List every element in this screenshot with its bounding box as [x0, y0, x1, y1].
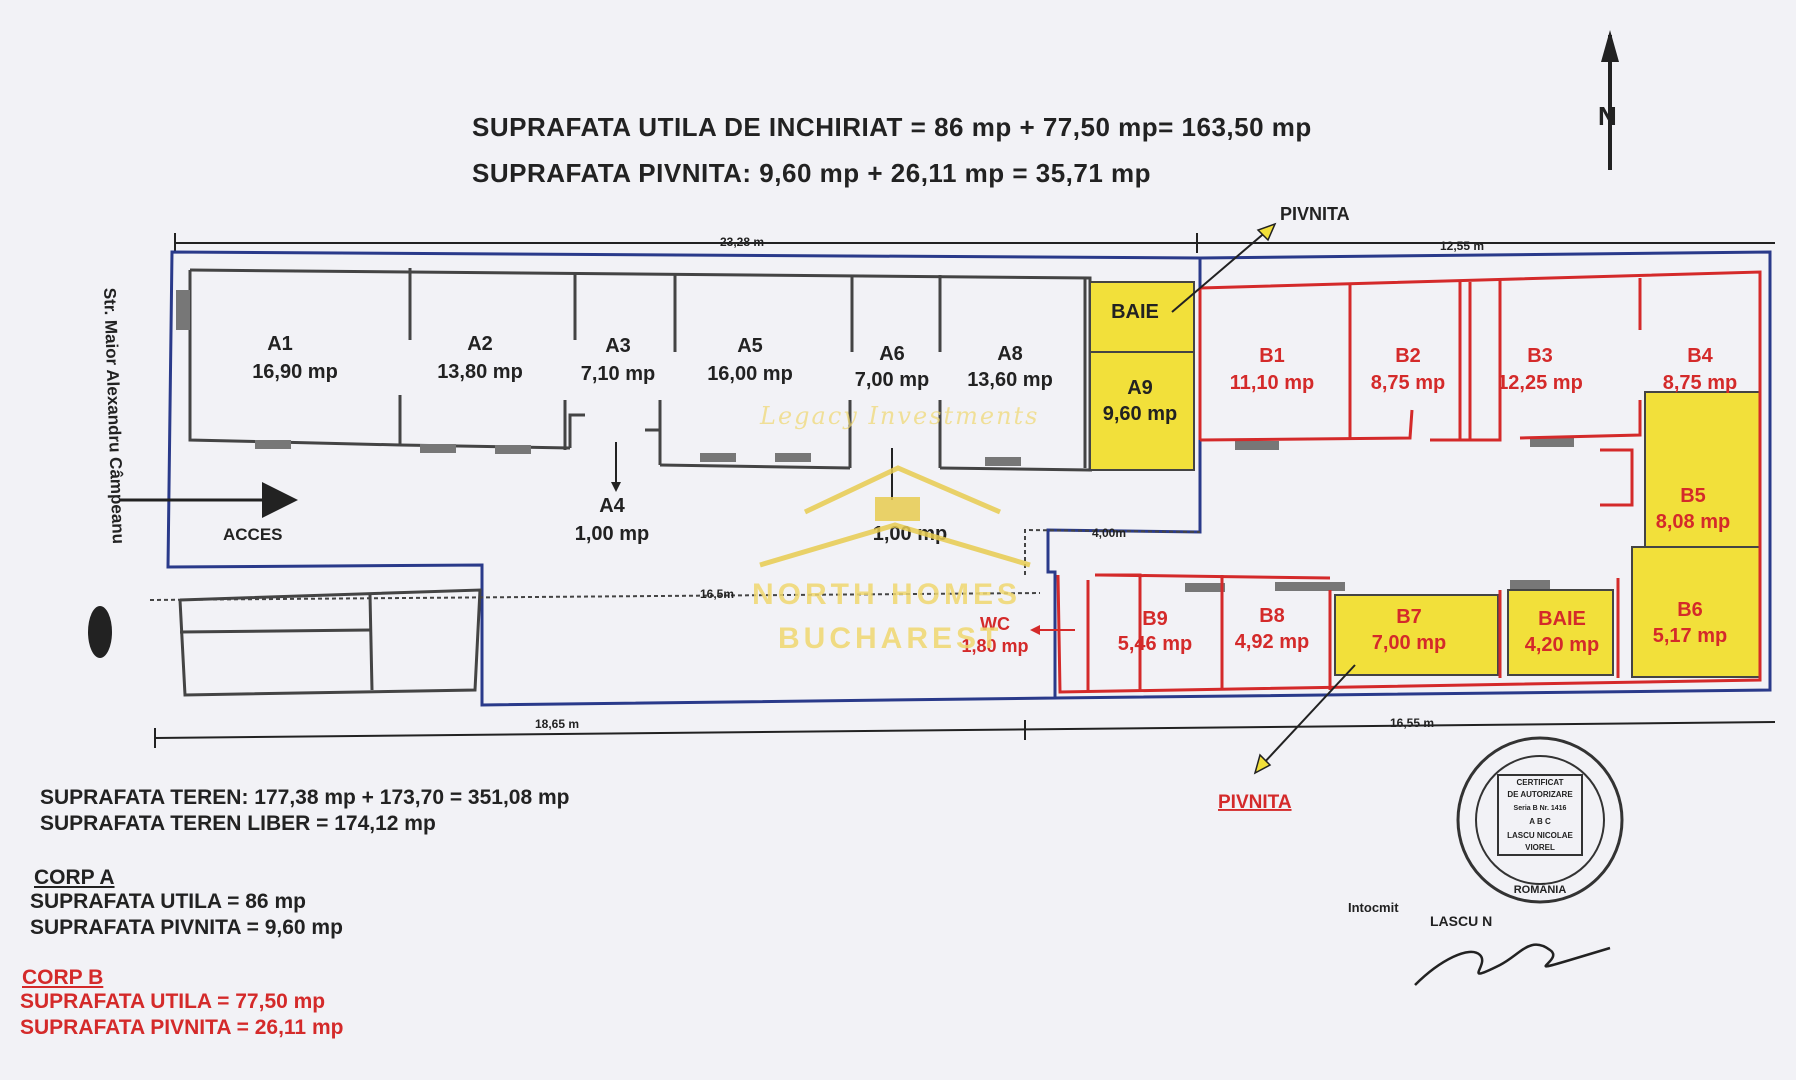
room-b3-name: B3: [1527, 345, 1553, 367]
room-a9-name: A9: [1127, 377, 1153, 399]
room-a1-area: 16,90 mp: [252, 361, 338, 383]
room-b2-name: B2: [1395, 345, 1421, 367]
stamp-line-3: Seria B Nr. 1416: [1514, 805, 1567, 812]
stamp-ring-bottom: ROMÂNIA: [1514, 883, 1567, 896]
windows: [176, 290, 1574, 592]
dim-bottom-right: 16,55 m: [1390, 716, 1434, 730]
room-a1-name: A1: [267, 333, 293, 355]
room-baie-a-name: BAIE: [1111, 301, 1159, 323]
stamp-line-5: LASCU NICOLAE: [1507, 831, 1573, 840]
room-b2-area: 8,75 mp: [1371, 372, 1445, 394]
pivnita-label-top: PIVNITA: [1280, 204, 1350, 224]
a9-fill: [1089, 351, 1195, 471]
footer-teren-liber: SUPRAFATA TEREN LIBER = 174,12 mp: [40, 812, 436, 835]
room-wc-name: WC: [980, 614, 1010, 634]
north-label: N: [1598, 101, 1617, 131]
room-a2-area: 13,80 mp: [437, 361, 523, 383]
room-b8-area: 4,92 mp: [1235, 631, 1309, 653]
baie-b-fill: [1507, 589, 1614, 676]
room-baie-b-area: 4,20 mp: [1525, 634, 1599, 656]
corp-a-utila: SUPRAFATA UTILA = 86 mp: [30, 890, 306, 913]
room-b5-name: B5: [1680, 485, 1706, 507]
north-arrow-icon: N: [1598, 30, 1619, 170]
room-b1-name: B1: [1259, 345, 1285, 367]
b7-fill: [1334, 594, 1499, 676]
corp-b-title: CORP B: [22, 966, 104, 989]
room-b3-area: 12,25 mp: [1497, 372, 1583, 394]
surveyor-stamp: [1456, 736, 1624, 904]
room-a9-area: 9,60 mp: [1103, 403, 1177, 425]
room-a2-name: A2: [467, 333, 493, 355]
corp-a-title: CORP A: [34, 866, 115, 889]
stamp-line-1: CERTIFICAT: [1517, 778, 1564, 787]
signature-scribble: [1414, 943, 1611, 986]
room-a5-name: A5: [737, 335, 763, 357]
room-a3-area: 7,10 mp: [581, 363, 655, 385]
room-wc-area: 1,80 mp: [961, 636, 1028, 656]
annex-building: [178, 588, 482, 697]
room-b5-area: 8,08 mp: [1656, 511, 1730, 533]
b6-fill: [1631, 546, 1761, 678]
room-a6-name: A6: [879, 343, 905, 365]
room-b8-name: B8: [1259, 605, 1285, 627]
header-line-2: SUPRAFATA PIVNITA: 9,60 mp + 26,11 mp = …: [472, 158, 1152, 188]
corp-a-pivnita: SUPRAFATA PIVNITA = 9,60 mp: [30, 916, 343, 939]
basement-highlights: [1089, 281, 1761, 678]
stamp-line-2: DE AUTORIZARE: [1507, 790, 1573, 799]
room-b7-area: 7,00 mp: [1372, 632, 1446, 654]
access-arrow-icon: [120, 482, 298, 518]
room-b9-area: 5,46 mp: [1118, 633, 1192, 655]
room-baie-b-name: BAIE: [1538, 608, 1586, 630]
stamp-line-6: VIOREL: [1525, 843, 1555, 852]
watermark-script: Legacy Investments: [760, 402, 1040, 430]
watermark-line-1: NORTH HOMES: [752, 578, 1021, 611]
room-a6-area: 7,00 mp: [855, 369, 929, 391]
room-a3-name: A3: [605, 335, 631, 357]
pivnita-arrow-top: [1171, 229, 1269, 313]
footer-teren: SUPRAFATA TEREN: 177,38 mp + 173,70 = 35…: [40, 786, 570, 809]
dim-top-right: 12,55 m: [1440, 239, 1484, 253]
pivnita-label-bottom: PIVNITA: [1218, 792, 1292, 813]
room-b7-name: B7: [1396, 606, 1422, 628]
room-a5-area: 16,00 mp: [707, 363, 793, 385]
room-b1-area: 11,10 mp: [1230, 372, 1315, 394]
ink-smudge: [88, 606, 112, 658]
room-a8-area: 13,60 mp: [967, 369, 1053, 391]
corp-b-pivnita: SUPRAFATA PIVNITA = 26,11 mp: [20, 1016, 344, 1039]
room-a4-area: 1,00 mp: [575, 523, 649, 545]
header-line-1: SUPRAFATA UTILA DE INCHIRIAT = 86 mp + 7…: [472, 112, 1312, 142]
corp-b-utila: SUPRAFATA UTILA = 77,50 mp: [20, 990, 326, 1013]
corp-b-walls: [1056, 270, 1762, 694]
dim-top-left: 23,28 m: [720, 235, 764, 249]
baie-a-fill: [1089, 281, 1195, 353]
signature-name: LASCU N: [1430, 913, 1492, 929]
room-b4-name: B4: [1687, 345, 1713, 367]
street-name: Str. Maior Alexandru Câmpeanu: [100, 287, 128, 544]
room-b6-name: B6: [1677, 599, 1703, 621]
room-a8-name: A8: [997, 343, 1023, 365]
access-label: ACCES: [223, 525, 283, 544]
room-a4-name: A4: [599, 495, 625, 517]
signature-made-by: Intocmit: [1348, 900, 1399, 915]
pivnita-arrow-bottom: [1261, 664, 1356, 766]
watermark-line-2: BUCHAREST: [778, 622, 1003, 655]
room-b4-area: 8,75 mp: [1663, 372, 1737, 394]
corp-a-outline: [166, 250, 1202, 707]
stamp-line-4: A B C: [1529, 817, 1551, 826]
dim-corridor: 4,00m: [1092, 526, 1126, 540]
room-b6-area: 5,17 mp: [1653, 625, 1727, 647]
dim-corridor-long: 16,5m: [700, 587, 734, 601]
dim-bottom-left: 18,65 m: [535, 717, 579, 731]
watermark-logo-icon: [759, 465, 1031, 568]
room-b9-name: B9: [1142, 608, 1168, 630]
